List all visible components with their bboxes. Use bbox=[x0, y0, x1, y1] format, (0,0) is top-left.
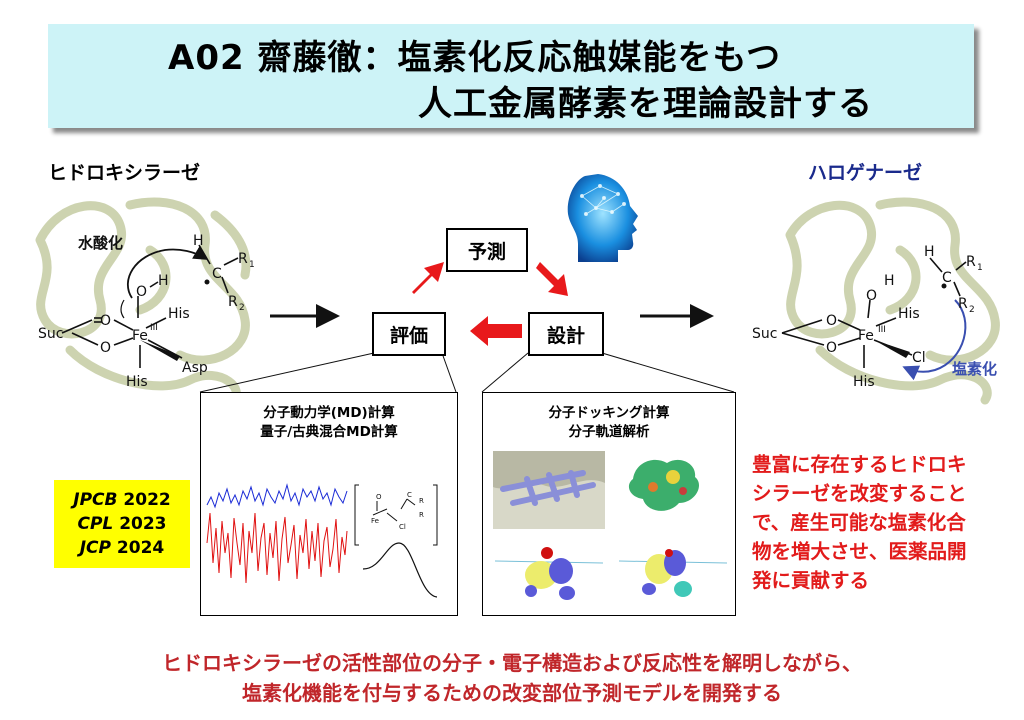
md-panel: 分子動力学(MD)計算 量子/古典混合MD計算 O Fe Cl C R R bbox=[200, 392, 458, 616]
left-atom-h: H bbox=[193, 233, 204, 249]
title-line-2: 人工金属酵素を理論設計する bbox=[418, 84, 873, 124]
reference-2: CPL 2023 bbox=[77, 514, 167, 534]
hydroxylation-label: 水酸化 bbox=[78, 234, 123, 252]
md-inset-o: O bbox=[376, 493, 382, 501]
esp-surface-image bbox=[628, 459, 700, 511]
evaluate-box: 評価 bbox=[372, 312, 446, 356]
right-atom-suc: Suc bbox=[752, 326, 777, 342]
md-trajectory-blue bbox=[206, 483, 348, 509]
docking-panel-graphics bbox=[493, 451, 728, 600]
brain-icon bbox=[567, 174, 638, 262]
docking-panel-title-2: 分子軌道解析 bbox=[568, 424, 650, 440]
right-atom-r1-sub: 1 bbox=[977, 263, 983, 273]
red-arrow-left bbox=[470, 316, 522, 346]
left-atom-asp: Asp bbox=[182, 360, 208, 376]
left-atom-c: C bbox=[212, 266, 222, 282]
molecular-orbital-2 bbox=[618, 549, 728, 597]
docking-panel-title-1: 分子ドッキング計算 bbox=[548, 405, 670, 421]
right-atom-r2: R bbox=[958, 296, 968, 312]
md-structure-inset bbox=[354, 484, 438, 546]
reference-3: JCP 2024 bbox=[79, 538, 165, 558]
left-atom-fe-sup: III bbox=[150, 323, 158, 333]
red-arrow-down bbox=[536, 262, 568, 296]
md-panel-title-2: 量子/古典混合MD計算 bbox=[260, 424, 398, 440]
asp-wedge-bond bbox=[140, 340, 180, 361]
docking-panel: 分子ドッキング計算 分子軌道解析 bbox=[482, 392, 736, 616]
chlorination-label: 塩素化 bbox=[952, 360, 997, 378]
left-atom-r1: R bbox=[238, 251, 248, 267]
left-atom-r2-sub: 2 bbox=[239, 303, 245, 313]
left-atom-suc: Suc bbox=[38, 326, 63, 342]
right-atom-his2: His bbox=[853, 374, 875, 390]
md-energy-profile bbox=[362, 542, 438, 598]
docking-surface-image bbox=[493, 451, 605, 529]
left-atom-r2: R bbox=[228, 294, 238, 310]
right-protein-backdrop bbox=[785, 197, 1000, 405]
left-atom-fe: Fe bbox=[132, 328, 148, 344]
md-inset-r1: R bbox=[419, 497, 424, 505]
md-panel-title-1: 分子動力学(MD)計算 bbox=[263, 405, 395, 421]
right-atom-o-top: O bbox=[866, 288, 877, 304]
hydroxylase-heading: ヒドロキシラーゼ bbox=[48, 162, 201, 184]
impact-line-1: 豊富に存在するヒドロキ bbox=[752, 453, 967, 476]
impact-line-4: 物を増大させ、医薬品開 bbox=[752, 540, 967, 563]
md-panel-graphics: O Fe Cl C R R bbox=[206, 483, 438, 598]
left-atom-his2: His bbox=[126, 374, 148, 390]
reference-1: JPCB 2022 bbox=[73, 490, 171, 510]
left-atom-o-top: O bbox=[136, 284, 147, 300]
connector-left-b bbox=[441, 352, 457, 393]
left-protein-backdrop bbox=[35, 197, 251, 410]
md-inset-fe: Fe bbox=[371, 517, 379, 525]
md-inset-r2: R bbox=[419, 511, 424, 519]
impact-line-3: で、産生可能な塩素化合 bbox=[752, 511, 966, 534]
title-line-1: A02 齋藤徹：塩素化反応触媒能をもつ bbox=[168, 38, 782, 78]
connector-right-b bbox=[601, 352, 735, 393]
md-trajectory-red bbox=[206, 512, 348, 584]
molecular-orbital-1 bbox=[494, 547, 604, 600]
impact-line-5: 発に貢献する bbox=[752, 569, 870, 592]
left-atom-o2: O bbox=[100, 340, 111, 356]
left-atom-h-oh: H bbox=[158, 273, 169, 289]
right-atom-fe: Fe bbox=[858, 328, 874, 344]
right-atom-cl: Cl bbox=[912, 350, 926, 366]
red-arrow-up bbox=[412, 262, 444, 294]
md-inset-cl: Cl bbox=[399, 523, 406, 531]
radical-dot-right bbox=[941, 283, 947, 289]
summary-line-2: 塩素化機能を付与するための改変部位予測モデルを開発する bbox=[242, 681, 782, 705]
references-box: JPCB 2022 CPL 2023 JCP 2024 bbox=[54, 480, 190, 568]
predict-box: 予測 bbox=[446, 228, 528, 272]
right-atom-fe-sup: III bbox=[878, 325, 886, 335]
radical-dot-left bbox=[204, 279, 210, 285]
connector-right-a bbox=[481, 352, 529, 393]
right-atom-h-oh: H bbox=[884, 273, 895, 289]
halogenase-heading: ハロゲナーゼ bbox=[808, 162, 923, 184]
left-atom-his1: His bbox=[168, 306, 190, 322]
right-atom-o2: O bbox=[826, 340, 837, 356]
right-atom-o1: O bbox=[826, 313, 837, 329]
right-atom-h: H bbox=[924, 244, 935, 260]
left-atom-r1-sub: 1 bbox=[249, 260, 255, 270]
summary-line-1: ヒドロキシラーゼの活性部位の分子・電子構造および反応性を解明しながら、 bbox=[162, 651, 862, 675]
connector-left-a bbox=[199, 352, 375, 393]
right-atom-c: C bbox=[942, 270, 952, 286]
title-banner: A02 齋藤徹：塩素化反応触媒能をもつ 人工金属酵素を理論設計する bbox=[48, 24, 974, 128]
md-inset-c: C bbox=[407, 491, 412, 499]
cl-wedge-bond bbox=[874, 340, 910, 358]
right-atom-r2-sub: 2 bbox=[969, 305, 975, 315]
right-atom-r1: R bbox=[966, 254, 976, 270]
right-atom-his1: His bbox=[898, 306, 920, 322]
left-atom-o1: O bbox=[100, 313, 111, 329]
impact-statement: 豊富に存在するヒドロキ シラーゼを改変すること で、産生可能な塩素化合 物を増大… bbox=[752, 450, 1012, 595]
design-box: 設計 bbox=[528, 312, 604, 356]
summary-statement: ヒドロキシラーゼの活性部位の分子・電子構造および反応性を解明しながら、 塩素化機… bbox=[0, 648, 1024, 708]
impact-line-2: シラーゼを改変すること bbox=[752, 482, 967, 505]
